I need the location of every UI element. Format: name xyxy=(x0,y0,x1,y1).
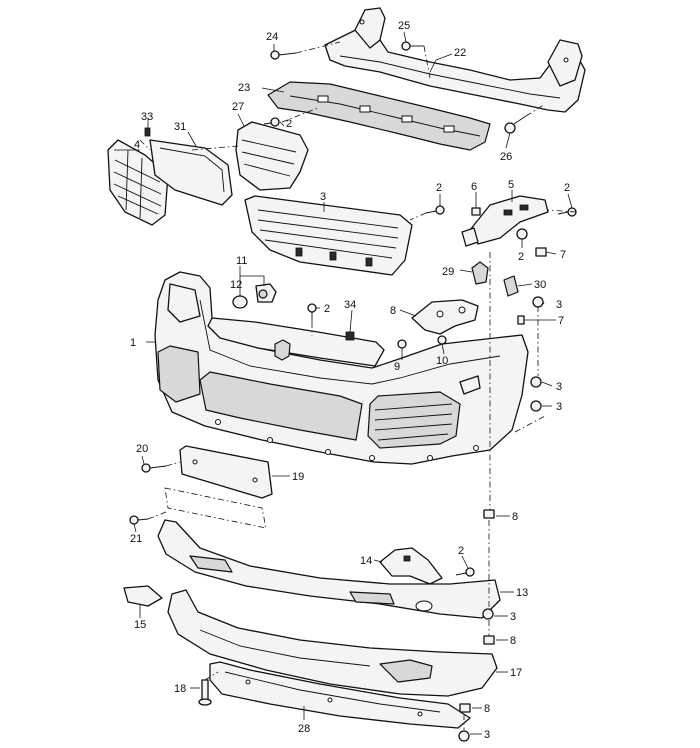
screw-2-upper xyxy=(263,117,280,127)
callout-3-clip: 3 xyxy=(556,299,562,311)
license-plate-outline xyxy=(164,487,267,529)
screw-10 xyxy=(397,339,407,349)
callout-15: 14 xyxy=(360,555,372,567)
nut-8-spoiler xyxy=(483,509,495,519)
nut-8-bracket xyxy=(535,247,547,257)
part-15-bracket xyxy=(379,547,443,585)
part-23-bumper-beam xyxy=(324,7,586,113)
callout-4: 3 xyxy=(320,191,326,203)
part-31-clip xyxy=(503,275,519,297)
nut-8-bottom xyxy=(459,703,471,713)
screw-27 xyxy=(504,115,527,134)
clip-7-lower xyxy=(517,315,525,325)
callout-33: 31 xyxy=(174,121,186,133)
callout-3-bottom: 3 xyxy=(484,729,490,741)
screw-3-bottom xyxy=(458,730,470,742)
callout-18: 17 xyxy=(510,667,522,679)
screw-3-side-a xyxy=(530,376,542,388)
bolt-22 xyxy=(129,515,149,525)
callout-20: 19 xyxy=(292,471,304,483)
callout-3-bracket: 2 xyxy=(518,251,524,263)
callout-1: 1 xyxy=(130,337,136,349)
callout-22: 21 xyxy=(130,533,142,545)
part-18-lower-lip xyxy=(167,589,498,697)
callout-7-upper: 6 xyxy=(471,181,477,193)
callout-28: 27 xyxy=(232,101,244,113)
clip-34-cover xyxy=(345,331,355,341)
callout-8-lip: 8 xyxy=(510,635,516,647)
screw-11 xyxy=(437,335,447,345)
callout-25: 24 xyxy=(266,31,278,43)
screw-2-grille xyxy=(425,205,445,215)
screw-2-lower xyxy=(455,567,475,577)
callout-30: 29 xyxy=(442,266,454,278)
callout-6: 5 xyxy=(508,179,514,191)
screw-3-clip xyxy=(532,296,544,308)
callout-labels: 1 2 2 2 2 2 2 3 3 3 3 3 3 4 5 6 7 7 8 8 … xyxy=(130,20,570,741)
callout-8-spoiler: 8 xyxy=(512,511,518,523)
leader-lines xyxy=(114,31,573,735)
callout-29: 28 xyxy=(298,723,310,735)
callout-10: 9 xyxy=(394,361,400,373)
callout-14: 13 xyxy=(516,587,528,599)
screw-3-bracket xyxy=(516,228,528,240)
callout-26: 25 xyxy=(398,20,410,32)
callout-9: 8 xyxy=(390,305,396,317)
screw-3-lip xyxy=(482,608,494,620)
callout-21: 20 xyxy=(136,443,148,455)
callout-2-cover: 2 xyxy=(324,303,330,315)
callout-24: 23 xyxy=(238,82,250,94)
callout-34-top: 33 xyxy=(141,111,153,123)
part-28-air-duct xyxy=(235,121,309,191)
callout-3-side-a: 3 xyxy=(556,381,562,393)
part-13-sensor-cap xyxy=(232,295,248,309)
screw-2-cover xyxy=(307,303,317,322)
callout-11: 10 xyxy=(436,355,448,367)
bolt-19 xyxy=(198,679,212,706)
part-5-side-grille xyxy=(107,139,169,226)
callout-12: 11 xyxy=(236,255,247,267)
part-6-mounting-bracket xyxy=(461,195,549,247)
callout-13: 12 xyxy=(230,279,242,291)
callout-8-bracket: 7 xyxy=(560,249,566,261)
callout-2-grille: 2 xyxy=(436,182,442,194)
part-12-parking-sensor xyxy=(255,283,277,303)
clip-34-top xyxy=(144,127,151,137)
callout-34-cover: 34 xyxy=(344,299,356,311)
callout-2-upper: 2 xyxy=(286,118,292,130)
part-4-center-grille xyxy=(244,195,413,276)
callout-23: 22 xyxy=(454,47,466,59)
part-24-energy-absorber xyxy=(267,81,491,151)
callout-27: 26 xyxy=(500,151,512,163)
callout-19: 18 xyxy=(174,683,186,695)
callout-3-side-b: 3 xyxy=(556,401,562,413)
callout-5: 4 xyxy=(134,139,140,151)
callout-2-lower: 2 xyxy=(458,545,464,557)
part-30-bracket-clip xyxy=(471,261,489,285)
nut-8-lip xyxy=(483,635,495,645)
callout-7-lower: 7 xyxy=(558,315,564,327)
screw-3-side-b xyxy=(530,400,542,412)
part-33-grille-frame xyxy=(149,139,233,206)
part-9-guide-bracket xyxy=(411,299,479,335)
callout-3-lip: 3 xyxy=(510,611,516,623)
clip-7-upper xyxy=(471,207,481,216)
screw-26 xyxy=(401,41,424,51)
bolt-21 xyxy=(141,463,167,473)
screw-25 xyxy=(270,50,297,60)
part-20-license-plate-base xyxy=(179,445,273,499)
part-14-front-spoiler xyxy=(157,519,501,619)
part-1-bumper-cover xyxy=(154,271,529,465)
fasteners xyxy=(129,41,577,742)
callout-31: 30 xyxy=(534,279,546,291)
part-17-trim-piece xyxy=(123,585,163,607)
callout-2-bracket: 2 xyxy=(564,182,570,194)
callout-17: 15 xyxy=(134,619,146,631)
callout-8-bottom: 8 xyxy=(484,703,490,715)
assembly-lines xyxy=(139,41,577,730)
